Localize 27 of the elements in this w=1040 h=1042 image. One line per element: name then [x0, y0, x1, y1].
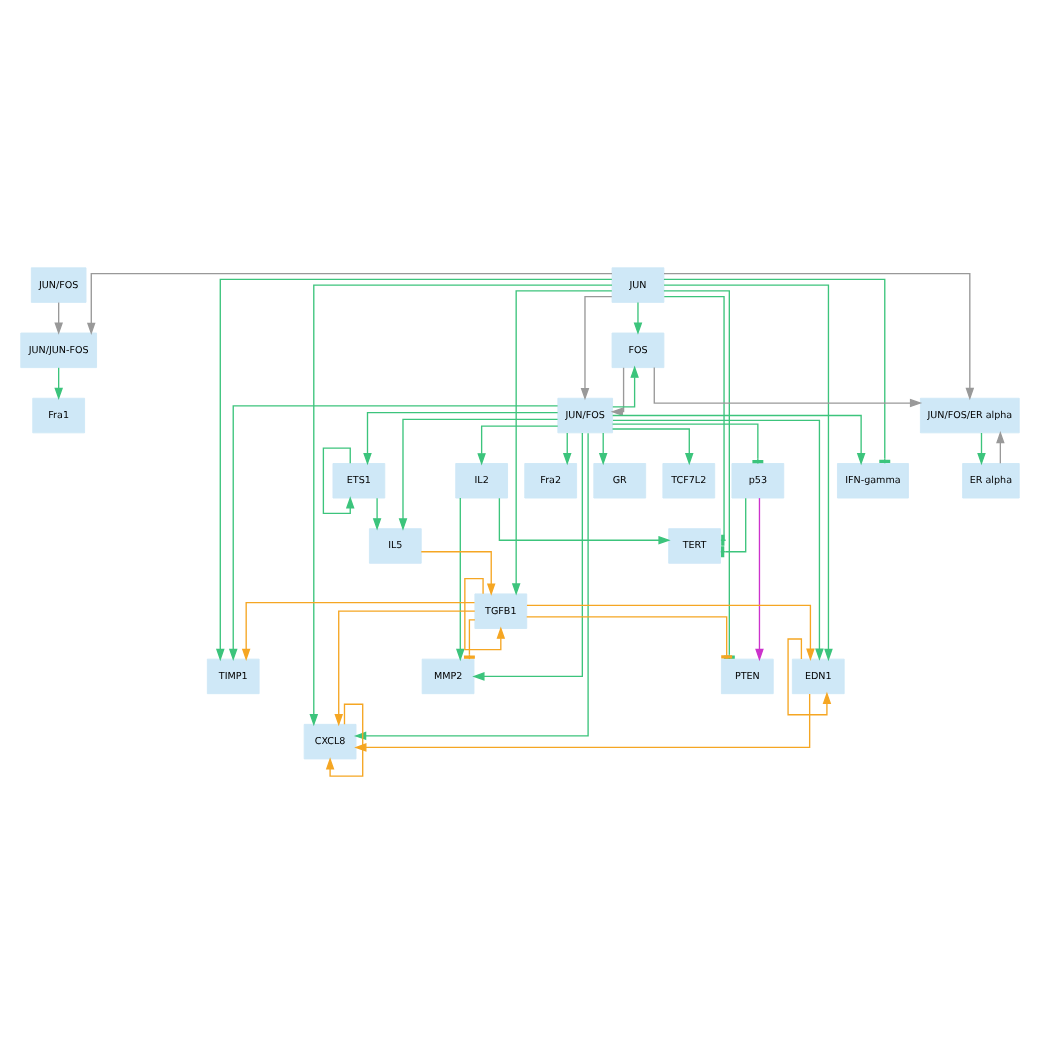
- arrow: [54, 300, 63, 334]
- arrow: [464, 576, 506, 650]
- arrow: [477, 424, 559, 465]
- arrow: [472, 431, 583, 680]
- arrow: [977, 431, 986, 465]
- arrow: [598, 431, 608, 465]
- arrow: [633, 300, 643, 334]
- arrow: [54, 366, 63, 400]
- arrow: [325, 702, 364, 776]
- arrow: [610, 366, 625, 415]
- arrow: [580, 294, 613, 400]
- arrow: [663, 271, 975, 400]
- arrow: [456, 496, 465, 661]
- arrow: [562, 431, 572, 465]
- arrow: [653, 365, 923, 407]
- arrow: [612, 364, 639, 407]
- arrow: [322, 446, 355, 514]
- arrow: [787, 637, 832, 715]
- arrow: [363, 411, 559, 465]
- arrow: [86, 271, 613, 334]
- arrow: [611, 427, 694, 465]
- arrow: [996, 430, 1005, 463]
- arrow: [755, 496, 764, 661]
- arrow: [420, 550, 496, 595]
- arrow: [372, 496, 382, 530]
- arrow: [498, 496, 671, 544]
- arrow: [398, 417, 559, 530]
